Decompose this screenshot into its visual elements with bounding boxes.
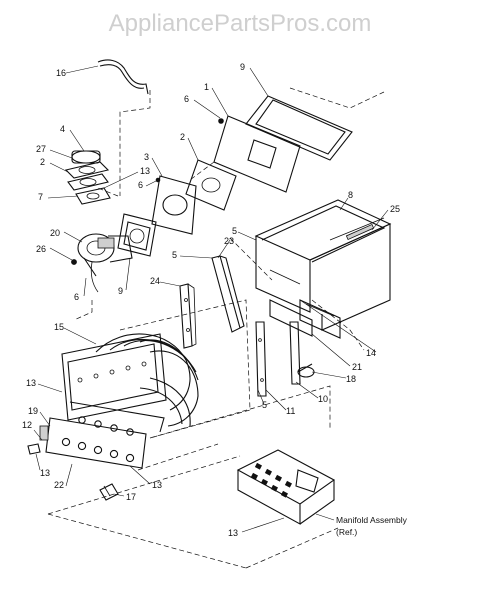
burner-box-part: [254, 199, 392, 339]
callout-5: 5: [262, 400, 267, 410]
callout-27: 27: [36, 144, 46, 154]
callout-13: 13: [152, 480, 162, 490]
callout-16: 16: [56, 68, 66, 78]
manifold-caption: Manifold Assembly (Ref.): [336, 515, 408, 537]
callout-6: 6: [74, 292, 79, 302]
rail-part: [255, 321, 301, 397]
callout-9: 9: [240, 62, 245, 72]
callout-1: 1: [204, 82, 209, 92]
callout-18: 18: [346, 374, 356, 384]
callout-3: 3: [144, 152, 149, 162]
collar-stack-part: [64, 150, 111, 205]
callout-4: 4: [60, 124, 65, 134]
callout-8: 8: [348, 190, 353, 200]
callout-13: 13: [26, 378, 36, 388]
mounting-plate-part: [151, 175, 197, 235]
callout-13: 13: [40, 468, 50, 478]
callout-2: 2: [40, 157, 45, 167]
callout-5: 5: [172, 250, 177, 260]
callout-2: 2: [180, 132, 185, 142]
flame-sensor-bracket-part: [269, 299, 365, 351]
leader-lines: [33, 65, 389, 533]
assembly-boundary: [47, 187, 339, 569]
sensor-part: [297, 363, 315, 378]
bracket-part: [179, 283, 197, 349]
gasket-part: [185, 159, 237, 211]
inducer-motor-part: [71, 233, 133, 321]
callout-labels: 16 9 1 6 4 27 2 7 2 3 6 13 8 25 20 26 6 …: [22, 62, 400, 538]
callout-10: 10: [318, 394, 328, 404]
callout-13: 13: [140, 166, 150, 176]
callout-12: 12: [22, 420, 32, 430]
inducer-gasket-part: [117, 213, 157, 257]
callout-15: 15: [54, 322, 64, 332]
wire-harness-part: [97, 59, 151, 196]
inducer-plate-part: [189, 115, 301, 193]
side-bracket-part: [211, 237, 273, 333]
manifold-caption-line2: (Ref.): [336, 527, 357, 537]
callout-7: 7: [38, 192, 43, 202]
callout-9: 9: [118, 286, 123, 296]
callout-20: 20: [50, 228, 60, 238]
manifold-assembly-part: [236, 449, 336, 525]
callout-6: 6: [138, 180, 143, 190]
callout-25: 25: [390, 204, 400, 214]
watermark: AppliancePartsPros.com: [109, 10, 372, 37]
callout-23: 23: [224, 236, 234, 246]
callout-22: 22: [54, 480, 64, 490]
callout-26: 26: [36, 244, 46, 254]
manifold-caption-line1: Manifold Assembly: [336, 515, 408, 525]
callout-14: 14: [366, 348, 376, 358]
callout-6: 6: [184, 94, 189, 104]
callout-11: 11: [286, 406, 295, 416]
callout-5: 5: [232, 226, 237, 236]
callout-17: 17: [126, 492, 136, 502]
heat-exchanger-part: [61, 333, 199, 427]
callout-21: 21: [352, 362, 362, 372]
callout-19: 19: [28, 406, 38, 416]
callout-13: 13: [228, 528, 238, 538]
callout-24: 24: [150, 276, 160, 286]
top-gasket-part: [245, 87, 385, 161]
front-plate-part: [27, 401, 165, 469]
clip-part: [99, 483, 119, 501]
